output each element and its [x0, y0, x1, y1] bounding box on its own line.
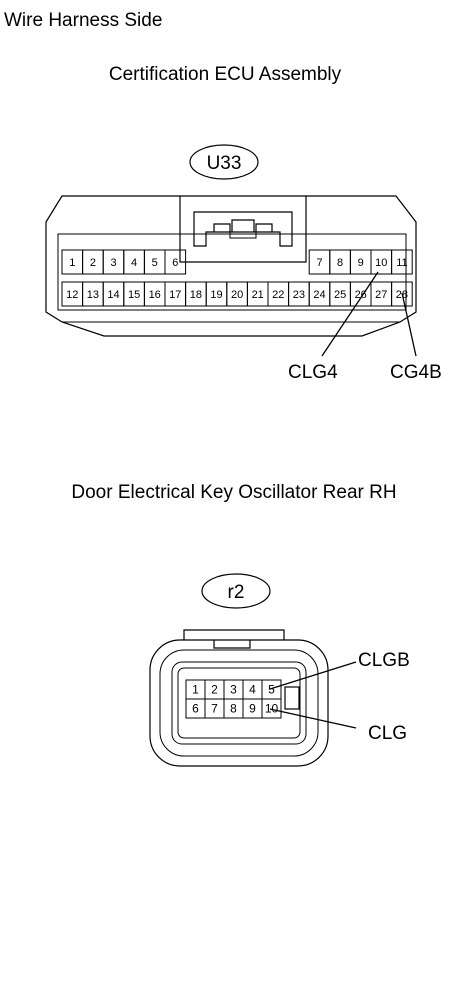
oscillator-connector-code: r2	[228, 582, 245, 603]
ecu-connector-code: U33	[207, 153, 242, 174]
pin-number: 7	[316, 257, 322, 269]
oscillator-connector-title: Door Electrical Key Oscillator Rear RH	[71, 482, 396, 503]
pin-number: 6	[172, 257, 178, 269]
pin-number: 21	[252, 289, 264, 301]
oscillator-connector-section: Door Electrical Key Oscillator Rear RH r…	[71, 482, 410, 767]
pin-number: 4	[249, 683, 256, 697]
pin-cell-6: 6	[185, 698, 206, 719]
pin-cell-1: 1	[61, 249, 84, 275]
callout-leader-clgb	[269, 661, 357, 690]
pin-number: 17	[169, 289, 181, 301]
ecu-connector-code-badge: U33	[189, 144, 259, 180]
pin-number: 1	[192, 683, 199, 697]
ecu-connector-housing	[45, 195, 417, 337]
pin-number: 8	[230, 702, 237, 716]
pin-cell-3: 3	[102, 249, 125, 275]
pin-cell-21: 21	[246, 281, 269, 307]
pin-number: 13	[87, 289, 99, 301]
oscillator-callouts: CLGB CLG	[269, 650, 410, 744]
pin-cell-25: 25	[329, 281, 351, 307]
callout-leader-clg	[269, 708, 357, 729]
pin-number: 25	[334, 289, 346, 301]
pin-cell-8: 8	[329, 249, 351, 275]
ecu-callouts: CLG4 CG4B	[288, 271, 442, 383]
pin-number: 22	[272, 289, 284, 301]
pin-cell-9: 9	[349, 249, 372, 275]
pin-number: 2	[90, 257, 96, 269]
pin-cell-27: 27	[370, 281, 393, 307]
callout-label-clg: CLG	[368, 723, 407, 744]
pin-cell-17: 17	[164, 281, 187, 307]
pin-number: 9	[249, 702, 256, 716]
pin-number: 12	[66, 289, 78, 301]
pin-number: 14	[107, 289, 119, 301]
pin-number: 1	[69, 257, 75, 269]
pin-number: 27	[375, 289, 387, 301]
pin-number: 5	[268, 683, 275, 697]
page-title: Wire Harness Side	[4, 10, 162, 31]
pin-cell-10: 10	[261, 698, 282, 719]
pin-number: 18	[190, 289, 202, 301]
pin-number: 8	[337, 257, 343, 269]
pin-cell-4: 4	[123, 249, 145, 275]
pin-number: 10	[265, 702, 279, 716]
oscillator-connector-code-badge: r2	[201, 573, 271, 609]
callout-label-cg4b: CG4B	[390, 362, 442, 383]
pin-cell-7: 7	[204, 698, 225, 719]
callout-label-clgb: CLGB	[358, 650, 410, 671]
pin-number: 7	[211, 702, 218, 716]
pin-cell-7: 7	[308, 249, 331, 275]
pin-cell-2: 2	[82, 249, 104, 275]
pin-cell-12: 12	[61, 281, 84, 307]
ecu-connector-title: Certification ECU Assembly	[109, 64, 342, 85]
pin-number: 10	[375, 257, 387, 269]
pin-cell-23: 23	[288, 281, 310, 307]
callout-leader-clg4	[321, 271, 379, 357]
pin-cell-5: 5	[143, 249, 166, 275]
pin-number: 15	[128, 289, 140, 301]
pin-number: 11	[396, 257, 407, 269]
pin-cell-16: 16	[143, 281, 166, 307]
callout-leader-cg4b	[401, 292, 417, 357]
pin-cell-14: 14	[102, 281, 125, 307]
pin-number: 23	[293, 289, 305, 301]
pin-number: 26	[355, 289, 367, 301]
pin-number: 20	[231, 289, 243, 301]
pin-cell-15: 15	[123, 281, 145, 307]
pin-cell-3: 3	[223, 679, 244, 700]
pin-cell-18: 18	[185, 281, 207, 307]
pin-cell-1: 1	[185, 679, 206, 700]
pin-number: 9	[358, 257, 364, 269]
pin-cell-22: 22	[267, 281, 290, 307]
pin-number: 24	[313, 289, 325, 301]
pin-cell-26: 26	[349, 281, 372, 307]
pin-cell-19: 19	[205, 281, 228, 307]
pin-number: 3	[110, 257, 116, 269]
pin-cell-4: 4	[242, 679, 263, 700]
pin-cell-5: 5	[261, 679, 282, 700]
oscillator-connector-housing	[149, 629, 329, 767]
pin-number: 4	[131, 257, 137, 269]
pin-cell-11: 11	[391, 249, 413, 275]
pin-cell-2: 2	[204, 679, 225, 700]
pin-cell-20: 20	[226, 281, 248, 307]
pin-number: 5	[152, 257, 158, 269]
pin-cell-6: 6	[164, 249, 187, 275]
pin-cell-13: 13	[82, 281, 104, 307]
pin-cell-24: 24	[308, 281, 331, 307]
pin-cell-10: 10	[370, 249, 393, 275]
pin-number: 19	[210, 289, 222, 301]
pin-number: 3	[230, 683, 237, 697]
pin-number: 16	[149, 289, 161, 301]
pin-cell-9: 9	[242, 698, 263, 719]
callout-label-clg4: CLG4	[288, 362, 338, 383]
pin-number: 6	[192, 702, 199, 716]
pin-number: 2	[211, 683, 218, 697]
pin-cell-8: 8	[223, 698, 244, 719]
